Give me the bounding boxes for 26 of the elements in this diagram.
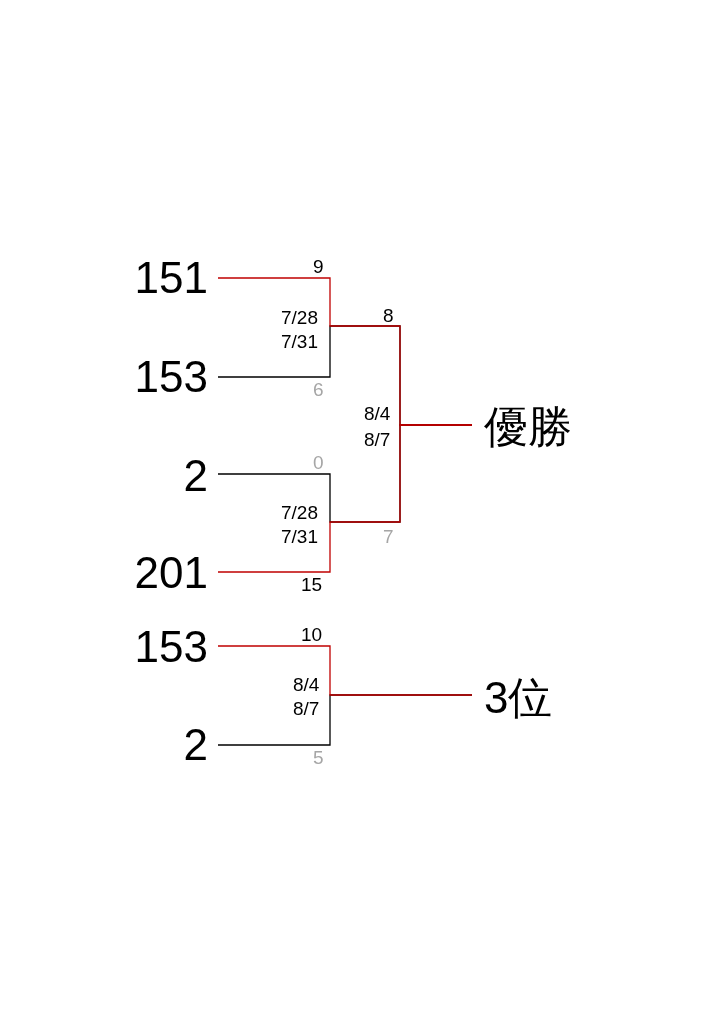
match-date: 7/31 [281, 527, 318, 546]
team-name: 2 [183, 720, 208, 770]
score: 5 [313, 748, 324, 767]
match-date: 8/4 [364, 404, 391, 423]
match-date: 7/31 [281, 332, 318, 351]
team-name: 153 [134, 352, 208, 402]
team-name: 151 [134, 253, 208, 303]
score: 8 [383, 306, 394, 325]
bracket-line [217, 645, 473, 696]
result-label: 3位 [484, 671, 553, 724]
score: 0 [313, 453, 324, 472]
team-name: 201 [134, 548, 208, 598]
match-date: 7/28 [281, 308, 318, 327]
bracket-line [217, 424, 473, 573]
match-date: 8/4 [293, 675, 320, 694]
team-name: 2 [183, 451, 208, 501]
match-date: 7/28 [281, 503, 318, 522]
score: 6 [313, 380, 324, 399]
score: 15 [301, 575, 323, 594]
score: 10 [301, 625, 323, 644]
score: 9 [313, 257, 324, 276]
match-date: 8/7 [364, 430, 391, 449]
match-date: 8/7 [293, 699, 320, 718]
result-label: 優勝 [484, 400, 572, 453]
score: 7 [383, 527, 394, 546]
team-name: 153 [134, 622, 208, 672]
